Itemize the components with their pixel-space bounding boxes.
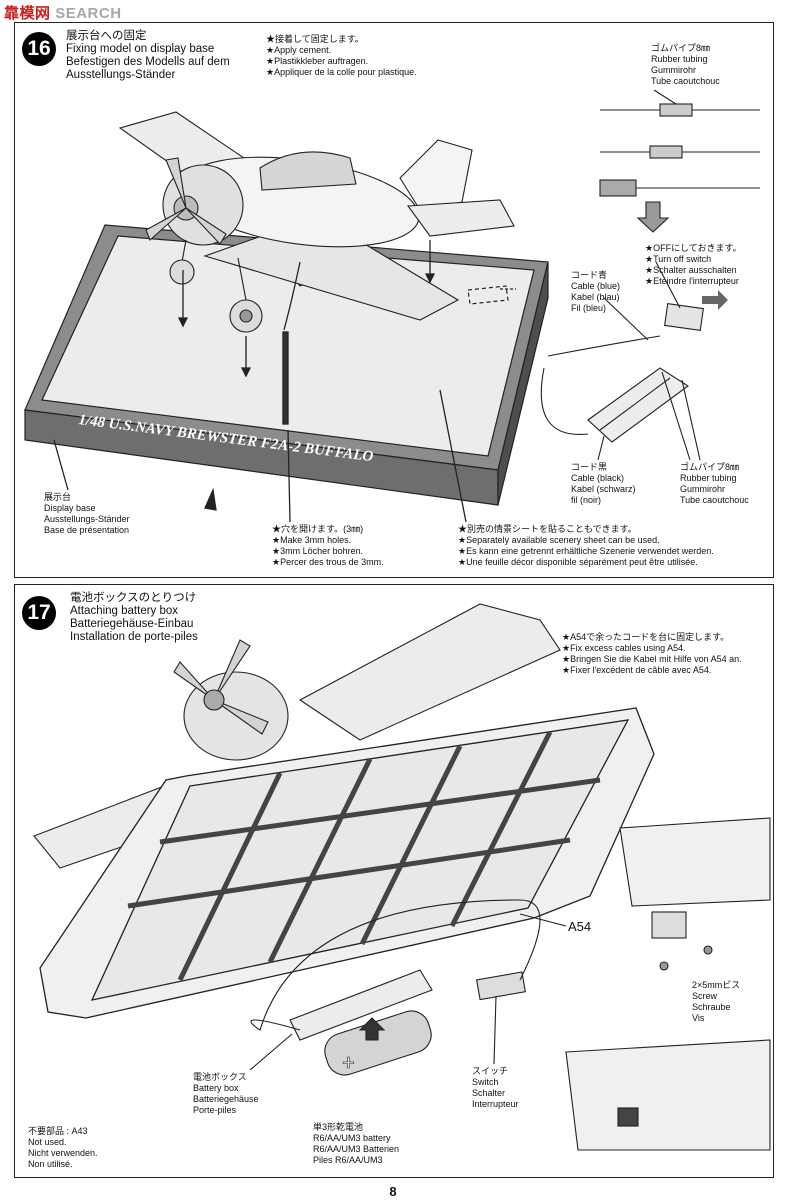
title-en: Attaching battery box xyxy=(70,605,179,617)
label-line: Tube caoutchouc xyxy=(651,76,720,86)
rubber-tube-top-label: ゴムパイプ8㎜ Rubber tubing Gummirohr Tube cao… xyxy=(651,43,720,87)
title-fr: Ausstellungs-Ständer xyxy=(66,69,176,81)
cable-blue-label: コード青 Cable (blue) Kabel (blau) Fil (bleu… xyxy=(571,270,620,314)
label-line: Battery box xyxy=(193,1083,239,1093)
cement-note: ★接着して固定します。 ★Apply cement. ★Plastikklebe… xyxy=(266,34,417,78)
label-line: R6/AA/UM3 battery xyxy=(313,1133,391,1143)
note-line: ★Percer des trous de 3mm. xyxy=(272,557,384,567)
label-line: Rubber tubing xyxy=(651,54,708,64)
label-line: スイッチ xyxy=(472,1066,509,1076)
label-line: fil (noir) xyxy=(571,495,602,505)
title-de: Befestigen des Modells auf dem xyxy=(66,56,230,68)
part-a54-label: A54 xyxy=(568,919,592,934)
scenery-note: ★別売の情景シートを貼ることもできます。 ★Separately availab… xyxy=(458,524,714,568)
label-line: Batteriegehäuse xyxy=(193,1094,259,1104)
note-line: ★Bringen Sie die Kabel mit Hilfe von A54… xyxy=(562,654,742,664)
label-line: Vis xyxy=(692,1013,705,1023)
watermark-en: SEARCH xyxy=(55,5,122,22)
rubber-tube-bottom-label: ゴムパイプ8㎜ Rubber tubing Gummirohr Tube cao… xyxy=(680,462,749,506)
title-en: Fixing model on display base xyxy=(66,43,215,55)
fix-cables-note: ★A54で余ったコードを台に固定します。 ★Fix excess cables … xyxy=(562,632,742,676)
note-line: ★Appliquer de la colle pour plastique. xyxy=(266,67,417,77)
battery-label: 単3形乾電池 R6/AA/UM3 battery R6/AA/UM3 Batte… xyxy=(313,1122,399,1166)
label-line: Schalter xyxy=(472,1088,506,1098)
label-line: Piles R6/AA/UM3 xyxy=(313,1155,383,1165)
page-number: 8 xyxy=(389,1184,397,1199)
watermark-cn: 靠模网 xyxy=(4,5,51,22)
note-line: ★Make 3mm holes. xyxy=(272,535,352,545)
label-line: 2×5mmビス xyxy=(692,980,741,990)
label-line: Cable (black) xyxy=(571,473,625,483)
note-line: ★Eteindre l'interrupteur xyxy=(645,276,739,286)
title-de: Batteriegehäuse-Einbau xyxy=(70,618,194,630)
step16-number: 16 xyxy=(22,32,56,66)
note-line: 不要部品 : A43 xyxy=(28,1126,88,1136)
label-line: Base de présentation xyxy=(44,525,130,535)
label-line: Ausstellungs-Ständer xyxy=(44,514,130,524)
label-line: コード黒 xyxy=(571,462,608,472)
label-line: Kabel (schwarz) xyxy=(571,484,636,494)
holes-note: ★穴を開けます。(3㎜) ★Make 3mm holes. ★3mm Löche… xyxy=(272,524,384,568)
note-line: ★接着して固定します。 xyxy=(266,34,364,44)
step16-title: 展示台への固定 Fixing model on display base Bef… xyxy=(66,30,230,82)
watermark: 靠模网 SEARCH xyxy=(4,2,122,23)
step17-title: 電池ボックスのとりつけ Attaching battery box Batter… xyxy=(70,592,198,644)
label-line: Switch xyxy=(472,1077,499,1087)
label-line: 単3形乾電池 xyxy=(313,1122,364,1132)
label-line: 電池ボックス xyxy=(193,1072,247,1082)
note-line: ★OFFにしておきます。 xyxy=(645,243,742,253)
title-ja: 電池ボックスのとりつけ xyxy=(70,592,197,604)
cable-black-label: コード黒 Cable (black) Kabel (schwarz) fil (… xyxy=(571,462,636,506)
label-line: R6/AA/UM3 Batterien xyxy=(313,1144,400,1154)
not-used-note: 不要部品 : A43 Not used. Nicht verwenden. No… xyxy=(28,1126,98,1170)
label-line: コード青 xyxy=(571,270,608,280)
note-line: ★Plastikkleber auftragen. xyxy=(266,56,369,66)
note-line: Non utilisé. xyxy=(28,1159,73,1169)
note-line: ★Fix excess cables using A54. xyxy=(562,643,686,653)
battery-box-label: 電池ボックス Battery box Batteriegehäuse Porte… xyxy=(193,1072,259,1116)
label-line: ゴムパイプ8㎜ xyxy=(680,462,740,472)
title-fr: Installation de porte-piles xyxy=(70,631,198,643)
label-line: Porte-piles xyxy=(193,1105,237,1115)
note-line: ★Apply cement. xyxy=(266,45,332,55)
note-line: Not used. xyxy=(28,1137,67,1147)
note-line: ★Fixer l'excédent de câble avec A54. xyxy=(562,665,712,675)
label-line: Tube caoutchouc xyxy=(680,495,749,505)
label-line: Cable (blue) xyxy=(571,281,621,291)
note-line: ★3mm Löcher bohren. xyxy=(272,546,364,556)
note-line: ★穴を開けます。(3㎜) xyxy=(272,524,364,534)
note-line: ★Schalter ausschalten xyxy=(645,265,737,275)
label-line: Display base xyxy=(44,503,96,513)
label-line: ゴムパイプ8㎜ xyxy=(651,43,711,53)
label-line: Rubber tubing xyxy=(680,473,737,483)
note-line: ★A54で余ったコードを台に固定します。 xyxy=(562,632,730,642)
label-line: Interrupteur xyxy=(472,1099,519,1109)
step17-number: 17 xyxy=(22,596,56,630)
switch-label: スイッチ Switch Schalter Interrupteur xyxy=(472,1066,519,1110)
title-ja: 展示台への固定 xyxy=(66,30,147,42)
label-line: Fil (bleu) xyxy=(571,303,607,313)
label-line: Schraube xyxy=(692,1002,731,1012)
display-base-label: 展示台 Display base Ausstellungs-Ständer Ba… xyxy=(44,492,130,536)
screw-label: 2×5mmビス Screw Schraube Vis xyxy=(692,980,740,1024)
label-line: 展示台 xyxy=(44,492,72,502)
note-line: Nicht verwenden. xyxy=(28,1148,98,1158)
note-line: ★Une feuille décor disponible séparément… xyxy=(458,557,698,567)
label-line: Gummirohr xyxy=(680,484,726,494)
label-line: Gummirohr xyxy=(651,65,697,75)
label-line: Screw xyxy=(692,991,718,1001)
note-line: ★Separately available scenery sheet can … xyxy=(458,535,660,545)
note-line: ★別売の情景シートを貼ることもできます。 xyxy=(458,524,637,534)
label-line: Kabel (blau) xyxy=(571,292,620,302)
switch-off-note: ★OFFにしておきます。 ★Turn off switch ★Schalter … xyxy=(645,243,742,287)
note-line: ★Es kann eine getrennt erhältliche Szene… xyxy=(458,546,714,556)
note-line: ★Turn off switch xyxy=(645,254,712,264)
